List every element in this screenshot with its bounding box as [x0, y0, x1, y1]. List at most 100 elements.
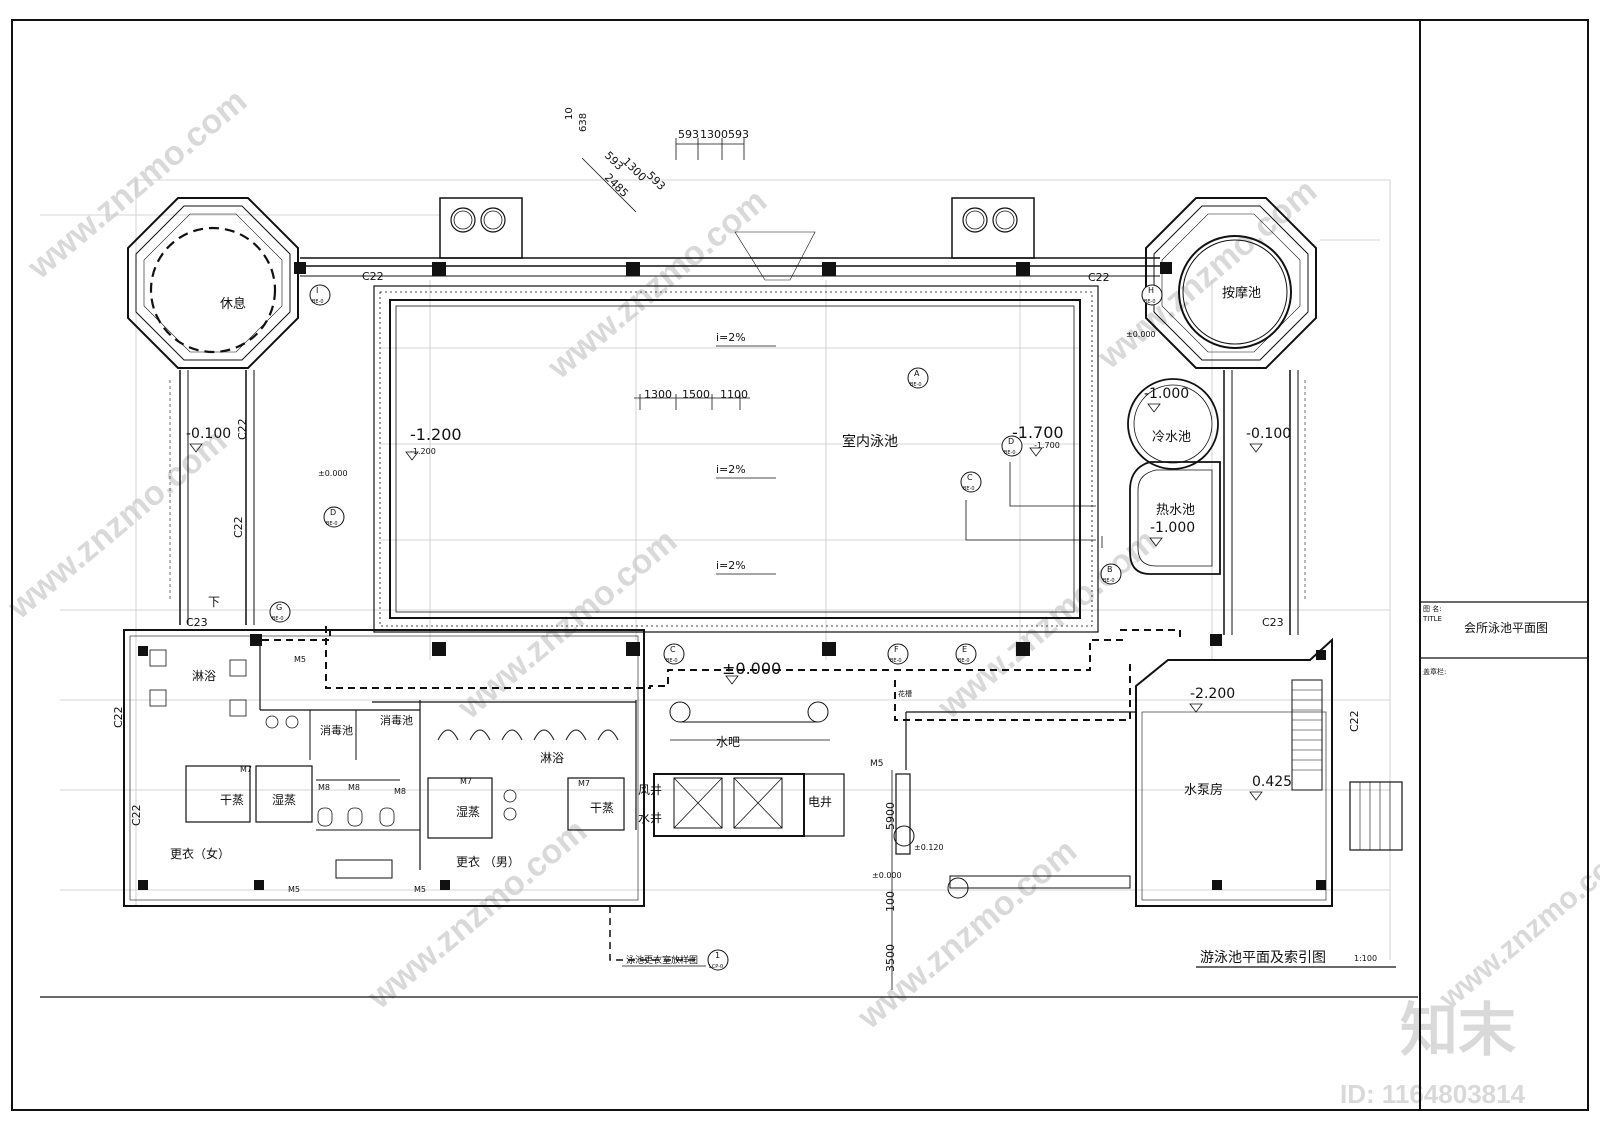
column-tag: C22 — [1088, 271, 1110, 284]
marker-ref: BE-0 — [272, 616, 284, 622]
dim-vertical: 3500 — [884, 944, 897, 972]
dim-top-small: 10 — [564, 107, 575, 120]
room-massage-pool: 按摩池 — [1222, 285, 1261, 301]
marker-ref: BE-0 — [312, 299, 324, 305]
room-locker-female: 更衣（女） — [170, 846, 230, 861]
room-shower-left: 淋浴 — [192, 669, 216, 683]
room-wet-sauna-1: 湿蒸 — [272, 792, 296, 807]
marker-letter: 1 — [715, 951, 720, 960]
section-markers — [269, 284, 1163, 971]
door-tags: M5 M7 M7 M7 M8 M8 M8 M5 M5 M5 — [240, 655, 884, 894]
drawing-caption: 游泳池平面及索引图 — [1200, 949, 1326, 966]
remarks-label: 盖章栏: — [1423, 667, 1446, 676]
column-tag: C22 — [1348, 710, 1361, 732]
room-dry-sauna-1: 干蒸 — [220, 793, 244, 807]
watermark-site: www.znzmo.com — [0, 422, 234, 627]
level-cold: -1.000 — [1144, 386, 1189, 402]
drawing-frame — [11, 19, 1589, 1111]
room-elec-shaft: 电井 — [808, 795, 832, 809]
room-hot-pool: 热水池 — [1156, 503, 1195, 518]
level-right-wing: -0.100 — [1246, 426, 1291, 442]
level-pool-sub: -1.200 — [410, 447, 436, 456]
column-tags: C22 C22 C22 C22 C22 C22 C22 C23 C23 — [112, 270, 1361, 826]
drawing-caption-scale: 1:100 — [1354, 954, 1377, 963]
room-planter: 花槽 — [898, 689, 912, 698]
title-en-label: TITLE — [1422, 615, 1442, 623]
dim-top: 1300 — [700, 128, 728, 141]
section-marker-labels: I BE-0 H BE-0 A BE-0 D BE-0 C BE-0 B BE-… — [272, 286, 1156, 970]
door-tag: M5 — [294, 655, 306, 664]
room-water-bar: 水吧 — [716, 735, 740, 749]
slope-label: i=2% — [716, 559, 746, 572]
drawing-name-label: 图 名: — [1423, 604, 1442, 613]
room-rest: 休息 — [220, 296, 246, 312]
section-marker — [707, 949, 729, 971]
slope-label: i=2% — [716, 463, 746, 476]
marker-ref: BE-0 — [326, 521, 338, 527]
marker-letter: E — [962, 645, 967, 654]
section-marker — [1001, 435, 1023, 457]
room-wind-shaft: 风井 — [638, 783, 662, 797]
watermark-id: ID: 1164803814 — [1340, 1079, 1526, 1109]
section-marker — [887, 643, 909, 665]
marker-letter: F — [894, 645, 899, 654]
watermark-site: www.znzmo.com — [850, 832, 1084, 1037]
watermark-site: www.znzmo.com — [930, 522, 1164, 727]
column-tag: C22 — [112, 706, 125, 728]
level-triangles — [189, 403, 1263, 801]
marker-letter: D — [1008, 437, 1014, 446]
marker-ref: LCP-0 — [709, 964, 723, 970]
column-tag: C22 — [232, 516, 245, 538]
level-step: ±0.120 — [914, 843, 944, 852]
room-water-shaft: 水井 — [638, 811, 662, 825]
dimension-lines — [581, 138, 893, 990]
dim-pool: 1300 — [644, 388, 672, 401]
door-tag: M8 — [318, 783, 330, 792]
column-tag: C22 — [236, 418, 249, 440]
room-shower-right: 淋浴 — [540, 751, 564, 765]
section-marker — [1100, 563, 1122, 585]
watermark-site: www.znzmo.com — [360, 812, 594, 1017]
marker-ref: BE-0 — [1103, 578, 1115, 584]
marker-ref: BE-0 — [666, 658, 678, 664]
room-wet-sauna-2: 湿蒸 — [456, 804, 480, 819]
marker-letter: G — [276, 603, 282, 612]
marker-ref: BE-0 — [1144, 299, 1156, 305]
watermark-logo: 知末 — [1400, 998, 1516, 1063]
door-tag: M7 — [460, 777, 472, 786]
dim-top: 593 — [728, 128, 749, 141]
room-locker-male: 更衣 （男） — [456, 854, 520, 869]
level-deck-main: ±0.000 — [722, 659, 781, 678]
watermark-site: www.znzmo.com — [450, 522, 684, 727]
level-hot: -1.000 — [1150, 520, 1195, 536]
level-stair: 0.425 — [1252, 774, 1292, 790]
level-pump: -2.200 — [1190, 686, 1235, 702]
door-tag: M5 — [870, 759, 884, 769]
door-tag: M5 — [414, 885, 426, 894]
level-pool: -1.200 — [410, 425, 462, 444]
room-indoor-pool: 室内泳池 — [842, 433, 898, 450]
level-deep-sub: -1.700 — [1034, 441, 1060, 450]
dim-diag: 1300 — [620, 155, 649, 184]
level-deck-left: ±0.000 — [318, 469, 348, 478]
section-marker — [907, 367, 929, 389]
level-marks: -1.200 -1.200 -1.700 -1.700 -0.100 -0.10… — [186, 330, 1292, 880]
section-marker — [309, 284, 331, 306]
room-labels: 休息 按摩池 室内泳池 冷水池 热水池 水泵房 淋浴 淋浴 消毒池 消毒池 干蒸… — [170, 285, 1261, 869]
level-deck-bottom: ±0.000 — [872, 871, 902, 880]
dim-vertical: 5900 — [884, 802, 897, 830]
drawing-title: 会所泳池平面图 — [1464, 621, 1548, 635]
marker-letter: D — [330, 508, 336, 517]
marker-ref: BE-0 — [1004, 450, 1016, 456]
marker-ref: BE-0 — [963, 486, 975, 492]
marker-ref: BE-0 — [958, 658, 970, 664]
column-tag: C22 — [130, 804, 143, 826]
dim-top: 593 — [678, 128, 699, 141]
watermark-site: www.znzmo.com — [540, 182, 774, 387]
room-cold-pool: 冷水池 — [1152, 430, 1191, 445]
section-marker — [960, 471, 982, 493]
column-tag: C22 — [362, 270, 384, 283]
marker-letter: A — [914, 369, 920, 378]
slope-label: i=2% — [716, 331, 746, 344]
